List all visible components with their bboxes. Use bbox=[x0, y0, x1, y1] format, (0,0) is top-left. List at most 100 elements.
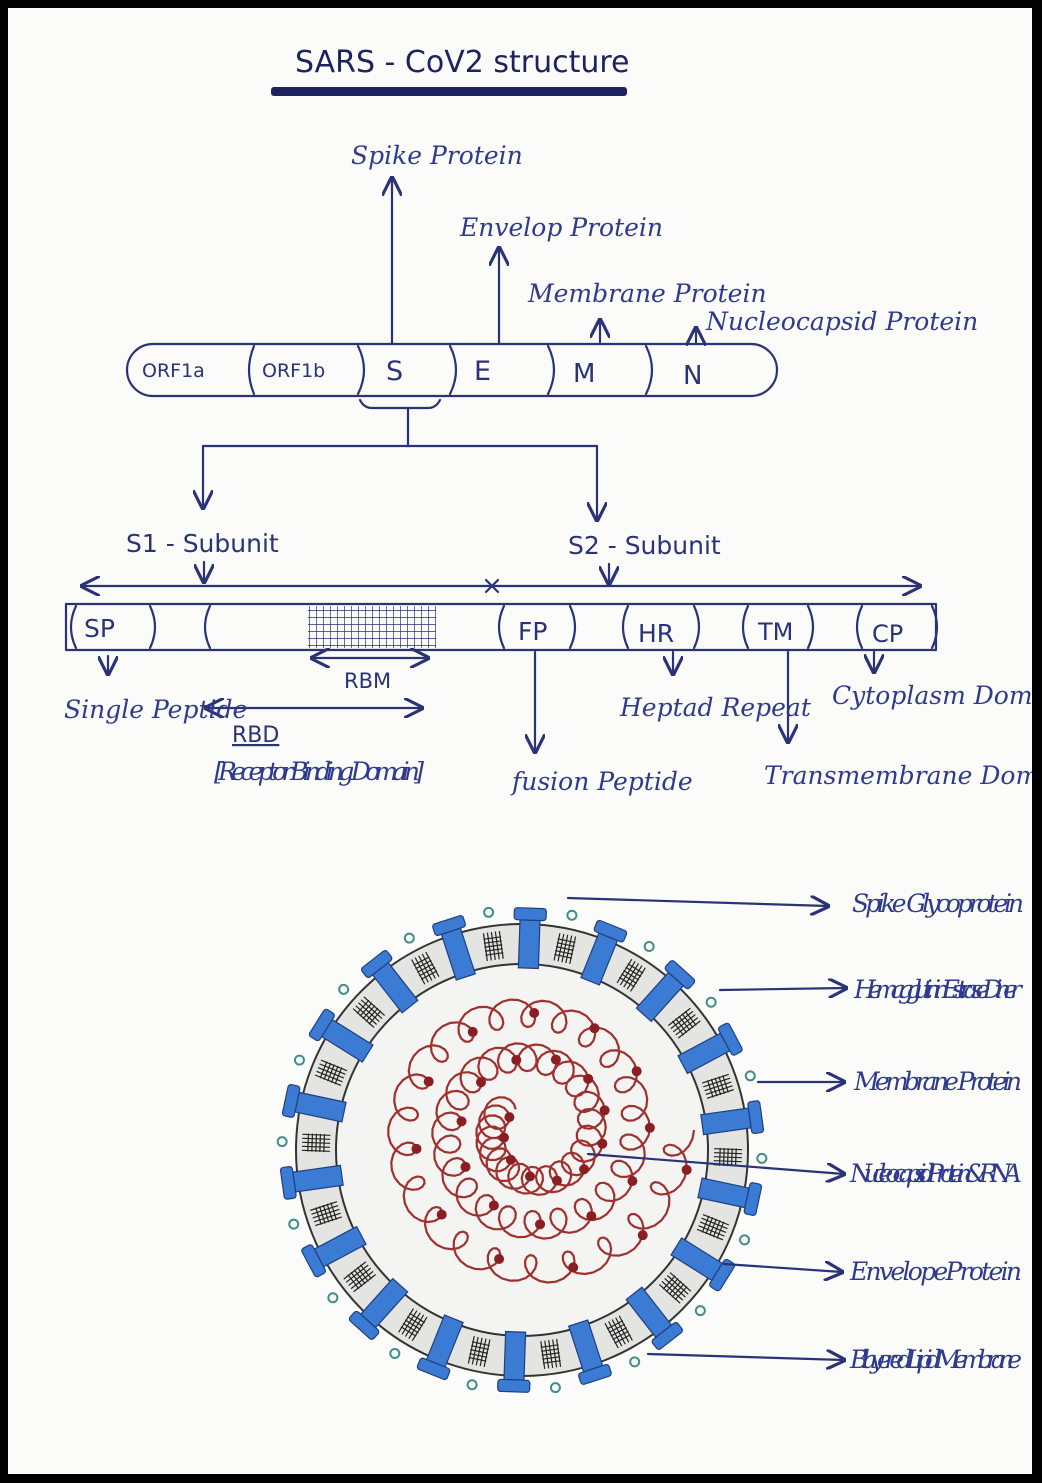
he-dimer-icon bbox=[740, 1235, 749, 1244]
spike-cap bbox=[498, 1379, 530, 1392]
hatch-line bbox=[316, 1134, 317, 1152]
label-nucleocapsid-protein: Nucleocapsid Protein bbox=[705, 307, 978, 336]
pointer-envelope bbox=[724, 1264, 842, 1272]
he-dimer-icon bbox=[295, 1056, 304, 1065]
nucleocapsid-dot bbox=[489, 1200, 499, 1210]
nucleocapsid-dot bbox=[600, 1105, 610, 1115]
nucleocapsid-dot bbox=[461, 1162, 471, 1172]
s1-subunit-label: S1 - Subunit bbox=[126, 529, 279, 558]
page-title: SARS - CoV2 structure bbox=[295, 45, 630, 80]
he-dimer-icon bbox=[567, 911, 576, 920]
segment-s: S bbox=[386, 356, 403, 387]
he-dimer-icon bbox=[645, 942, 654, 951]
nucleocapsid-dot bbox=[535, 1219, 545, 1229]
he-dimer-icon bbox=[484, 908, 493, 917]
label-bilayer-membrane: Bilayered Lipid Membrane bbox=[849, 1345, 1022, 1374]
pointer-he bbox=[720, 988, 846, 990]
label-spike-glycoprotein: Spike Glycoprotein bbox=[852, 889, 1024, 918]
he-dimer-icon bbox=[328, 1293, 337, 1302]
segment-n: N bbox=[683, 361, 702, 391]
nucleocapsid-dot bbox=[506, 1155, 516, 1165]
he-dimer-icon bbox=[405, 934, 414, 943]
s-bracket bbox=[360, 400, 440, 408]
spike-stem bbox=[504, 1332, 526, 1381]
s2-subunit-label: S2 - Subunit bbox=[568, 531, 721, 560]
he-dimer-icon bbox=[390, 1349, 399, 1358]
rbm-region bbox=[308, 606, 436, 648]
title-underline bbox=[271, 87, 627, 96]
segment-orf1b: ORF1b bbox=[262, 360, 325, 382]
pointer-bilayer bbox=[648, 1354, 844, 1360]
nucleocapsid-dot bbox=[504, 1112, 514, 1122]
genome-bar: ORF1a ORF1b S E M N bbox=[127, 344, 777, 396]
spike-domain-bar: SP FP HR TM CP bbox=[66, 604, 937, 650]
nucleocapsid-dot bbox=[525, 1171, 535, 1181]
diagram-canvas: SARS - CoV2 structure ORF1a ORF1b S E M … bbox=[8, 8, 1032, 1474]
segment-e: E bbox=[474, 356, 491, 387]
nucleocapsid-dot bbox=[568, 1262, 578, 1272]
label-nucleocapsid-rna: Nucleocapsid Protein & RNA bbox=[849, 1159, 1022, 1188]
hatch-line bbox=[312, 1134, 313, 1152]
he-dimer-icon bbox=[551, 1383, 560, 1392]
segment-orf1a: ORF1a bbox=[142, 360, 205, 382]
label-spike-protein: Spike Protein bbox=[351, 141, 523, 170]
nucleocapsid-dot bbox=[499, 1133, 509, 1143]
label-membrane-protein-virion: Membrane Protein bbox=[853, 1067, 1022, 1096]
hatch-line bbox=[736, 1148, 737, 1166]
nucleocapsid-dot bbox=[638, 1230, 648, 1240]
domain-sp: SP bbox=[84, 614, 115, 643]
domain-tm: TM bbox=[757, 618, 793, 646]
nucleocapsid-dot bbox=[583, 1074, 593, 1084]
virion bbox=[278, 908, 767, 1393]
he-dimer-icon bbox=[757, 1154, 766, 1163]
domain-hr: HR bbox=[638, 619, 674, 648]
hatch-line bbox=[308, 1134, 309, 1152]
nucleocapsid-dot bbox=[579, 1164, 589, 1174]
hr-description: Heptad Repeat bbox=[619, 693, 812, 722]
he-dimer-icon bbox=[289, 1220, 298, 1229]
he-dimer-icon bbox=[278, 1137, 287, 1146]
nucleocapsid-dot bbox=[551, 1055, 561, 1065]
rbm-label: RBM bbox=[344, 669, 391, 693]
nucleocapsid-dot bbox=[586, 1211, 596, 1221]
nucleocapsid-dot bbox=[476, 1077, 486, 1087]
label-he-dimer: Hemagglutinin Estrase Diner bbox=[853, 975, 1024, 1004]
sp-description: Single Peptide bbox=[64, 695, 247, 724]
cp-description: Cytoplasm Domain bbox=[832, 681, 1032, 710]
he-dimer-icon bbox=[339, 985, 348, 994]
label-envelope-protein: Envelop Protein bbox=[459, 213, 663, 242]
nucleocapsid-dot bbox=[437, 1210, 447, 1220]
label-membrane-protein: Membrane Protein bbox=[527, 279, 767, 308]
segment-m: M bbox=[573, 359, 595, 389]
domain-fp: FP bbox=[518, 617, 547, 646]
spike-cap bbox=[280, 1166, 296, 1199]
nucleocapsid-dot bbox=[468, 1027, 478, 1037]
fp-description: fusion Peptide bbox=[510, 767, 693, 796]
nucleocapsid-dot bbox=[494, 1254, 504, 1264]
rbd-full-label: [Receptor Binding Domain] bbox=[214, 757, 424, 786]
nucleocapsid-dot bbox=[627, 1176, 637, 1186]
nucleocapsid-dot bbox=[411, 1144, 421, 1154]
nucleocapsid-dot bbox=[529, 1008, 539, 1018]
nucleocapsid-dot bbox=[645, 1123, 655, 1133]
spike-cap bbox=[748, 1100, 764, 1133]
nucleocapsid-dot bbox=[590, 1023, 600, 1033]
nucleocapsid-dot bbox=[552, 1176, 562, 1186]
diagram-sheet: SARS - CoV2 structure ORF1a ORF1b S E M … bbox=[8, 8, 1032, 1474]
he-dimer-icon bbox=[707, 998, 716, 1007]
nucleocapsid-dot bbox=[597, 1139, 607, 1149]
hatch-line bbox=[728, 1148, 729, 1166]
nucleocapsid-dot bbox=[424, 1077, 434, 1087]
he-dimer-icon bbox=[746, 1071, 755, 1080]
he-dimer-icon bbox=[696, 1306, 705, 1315]
label-envelope-protein-virion: EnvelopeProtein bbox=[849, 1257, 1022, 1286]
domain-cp: CP bbox=[872, 620, 903, 648]
he-dimer-icon bbox=[468, 1380, 477, 1389]
nucleocapsid-dot bbox=[457, 1116, 467, 1126]
rbd-label: RBD bbox=[232, 723, 279, 748]
nucleocapsid-dot bbox=[682, 1165, 692, 1175]
he-dimer-icon bbox=[630, 1357, 639, 1366]
spike-stem bbox=[518, 920, 540, 969]
tm-description: Transmembrane Domain bbox=[764, 761, 1032, 790]
pointer-spike bbox=[568, 898, 828, 906]
